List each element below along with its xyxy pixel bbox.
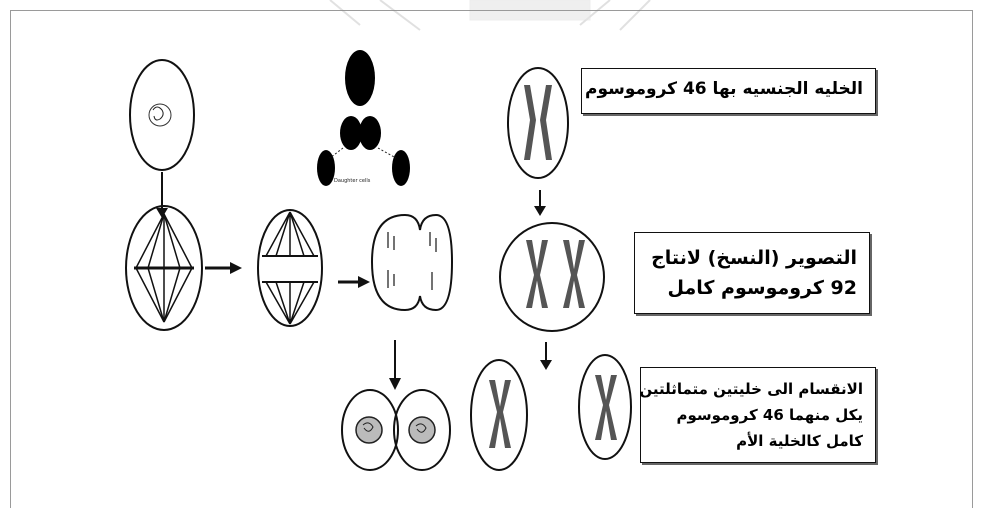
metaphase-cell: [125, 205, 203, 331]
arrow-down-3: [534, 190, 546, 216]
label-text: يكل منهما 46 كروموسوم: [676, 406, 863, 424]
label-haploid-cell: الخليه الجنسيه بها 46 كروموسوم: [581, 68, 876, 114]
label-text: كامل كالخلية الأم: [736, 432, 863, 450]
arrow-right-2: [338, 276, 370, 288]
arrow-right-1: [205, 262, 242, 274]
watermark: [329, 0, 651, 31]
daughter-cells-caption: Daughter cells: [334, 178, 371, 184]
daughter-cells-black: [317, 50, 410, 186]
label-text: الخليه الجنسيه بها 46 كروموسوم: [585, 79, 863, 99]
label-text: 92 كروموسوم كامل: [667, 277, 857, 299]
arrow-down-1: [156, 172, 168, 218]
telophase-cell: [370, 213, 454, 312]
daughter-cells: [341, 389, 451, 471]
label-division: الانقسام الى خليتين متماثلتين يكل منهما …: [639, 367, 876, 463]
label-text: الانقسام الى خليتين متماثلتين: [639, 380, 863, 398]
daughter-chromosome-cell-right: [578, 354, 632, 460]
arrow-down-2: [389, 340, 401, 390]
anaphase-cell: [257, 209, 323, 327]
arrow-down-4: [540, 342, 552, 370]
single-chromosome-cell: [507, 67, 569, 179]
daughter-chromosome-cell-left: [470, 359, 528, 471]
label-text: التصوير (النسخ) لانتاج: [651, 247, 857, 269]
replicated-chromosomes-cell: [499, 222, 605, 332]
label-replication: التصوير (النسخ) لانتاج 92 كروموسوم كامل: [634, 232, 870, 314]
image-frame: [10, 10, 973, 508]
interphase-cell: [129, 59, 195, 171]
